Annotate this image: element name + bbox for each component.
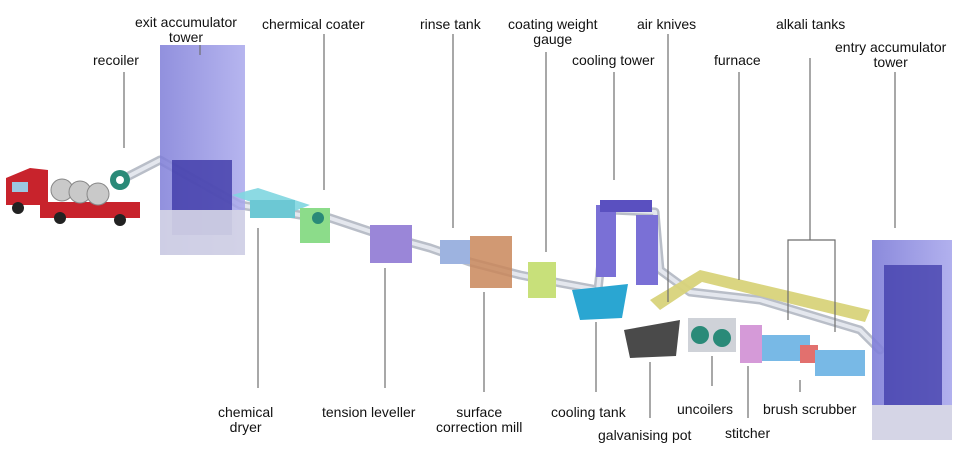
- label-coating-weight-gauge-line1: coating weight: [508, 16, 598, 32]
- label-alkali-tanks: alkali tanks: [776, 16, 846, 32]
- label-furnace: furnace: [714, 52, 761, 68]
- label-exit-accumulator-tower-line1: exit accumulator: [135, 14, 237, 30]
- label-chemical-dryer: chemical dryer: [218, 405, 273, 435]
- cooling-tower: [596, 200, 658, 285]
- label-tension-leveller: tension leveller: [322, 404, 416, 420]
- cooling-tank: [572, 284, 628, 320]
- label-cooling-tank: cooling tank: [551, 404, 626, 420]
- uncoilers: [688, 318, 736, 352]
- label-chemical-coater: chermical coater: [262, 16, 365, 32]
- label-surface-correction-mill-line2: correction mill: [436, 419, 523, 435]
- rinse-tank: [440, 240, 470, 264]
- stitcher: [740, 325, 762, 363]
- brush-scrubber: [800, 345, 818, 363]
- label-coating-weight-gauge-line2: gauge: [533, 31, 573, 47]
- label-stitcher: stitcher: [725, 425, 771, 441]
- label-surface-correction-mill: surface correction mill: [436, 405, 522, 435]
- tension-leveller: [370, 225, 412, 263]
- label-rinse-tank: rinse tank: [420, 16, 481, 32]
- furnace: [650, 270, 870, 322]
- leader-lines: [123, 34, 896, 418]
- label-recoiler: recoiler: [93, 52, 139, 68]
- label-entry-accumulator-tower: entry accumulator tower: [835, 40, 946, 70]
- chemical-dryer-body: [250, 200, 295, 218]
- label-exit-accumulator-tower-line2: tower: [168, 29, 204, 45]
- label-cooling-tower: cooling tower: [572, 52, 655, 68]
- label-exit-accumulator-tower: exit accumulator tower: [135, 15, 237, 45]
- label-entry-accumulator-tower-line1: entry accumulator: [835, 39, 947, 55]
- label-chemical-dryer-line2: dryer: [229, 419, 262, 435]
- label-galvanising-pot: galvanising pot: [598, 427, 692, 443]
- coater-roll: [312, 212, 324, 224]
- label-entry-accumulator-tower-line2: tower: [873, 54, 908, 70]
- label-chemical-dryer-line1: chemical: [218, 404, 274, 420]
- label-air-knives: air knives: [637, 16, 697, 32]
- surface-correction-mill: [470, 236, 512, 288]
- entry-accumulator-tower: [872, 240, 952, 440]
- alkali-tank-2: [815, 350, 865, 376]
- label-uncoilers: uncoilers: [677, 401, 734, 417]
- coating-weight-gauge: [528, 262, 556, 298]
- label-surface-correction-mill-line1: surface: [456, 404, 503, 420]
- galvanising-pot: [624, 320, 680, 358]
- label-coating-weight-gauge: coating weight gauge: [508, 17, 598, 47]
- exit-accumulator-tower: [160, 45, 245, 255]
- label-brush-scrubber: brush scrubber: [763, 401, 857, 417]
- recoiler: [110, 170, 130, 190]
- truck-with-coils: [6, 168, 140, 226]
